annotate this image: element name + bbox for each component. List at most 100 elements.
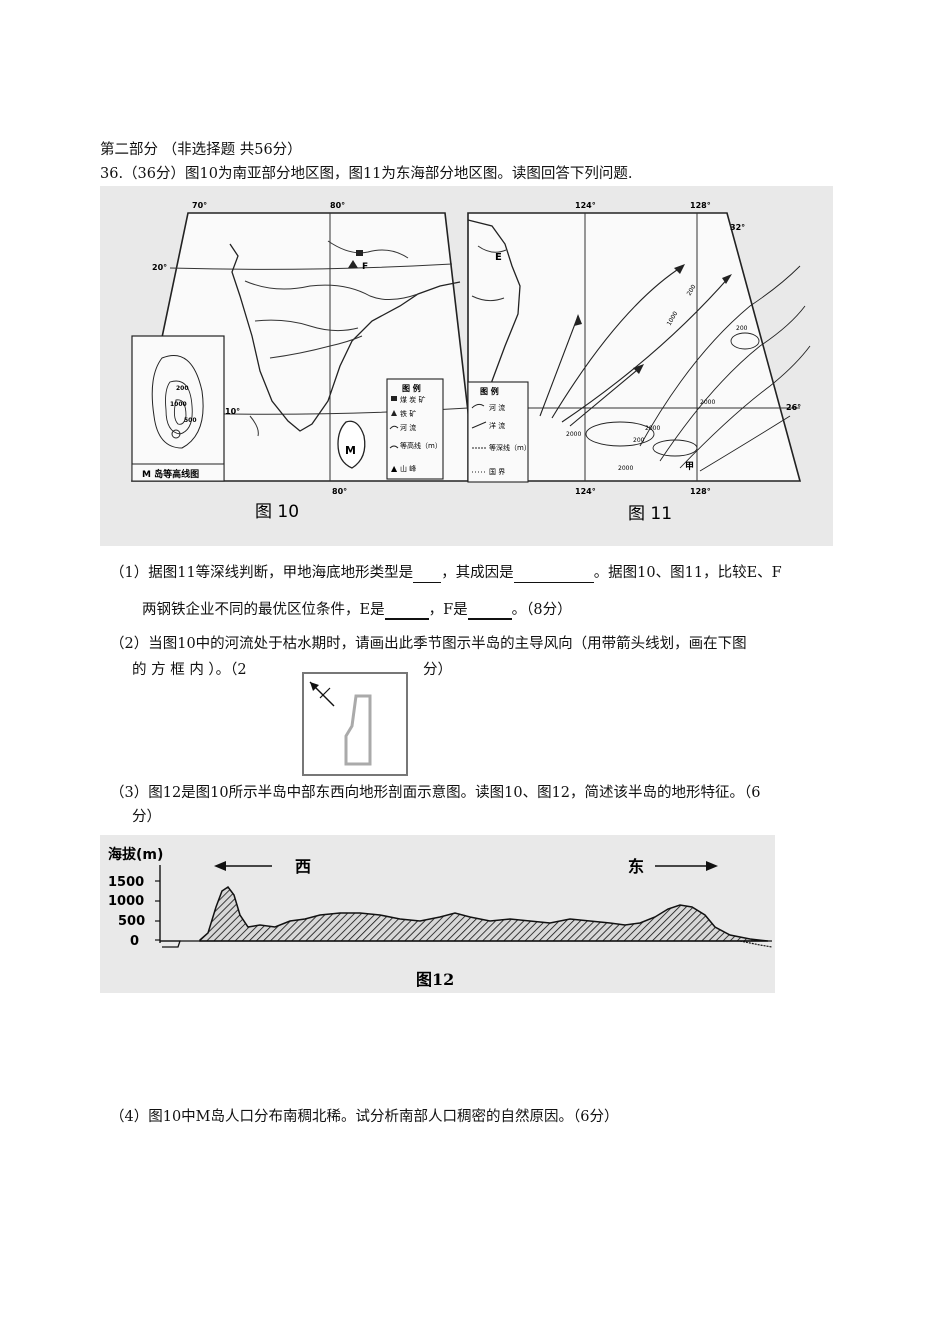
profile-y-axis-label: 海拔(m) (108, 846, 163, 863)
question-2-points: 分） (423, 662, 452, 678)
question-1-line-1: （1）据图11等深线判断，甲地海底地形类型是 ，其成因是 。据图10、图11，比较E… (110, 563, 782, 583)
ocean-current-arrow (539, 315, 579, 417)
question-2-line-1: （2）当图10中的河流处于枯水期时，请画出此季节图示半岛的主导风向（用带箭头线划… (110, 636, 747, 652)
m-island-inset: 200 1000 500 M 岛等高线图 (131, 335, 225, 482)
legend-item: 山 峰 (400, 464, 416, 473)
fig10-legend: 图 例 煤 炭 矿 铁 矿 河 流 等高线（m） ▲ 山 峰 (386, 378, 444, 480)
answer-blank[interactable] (513, 567, 594, 583)
answer-blank[interactable] (384, 603, 429, 620)
answer-blank[interactable] (413, 567, 442, 583)
iron-mine-symbol (348, 260, 358, 268)
river-icon (389, 425, 399, 430)
y-tick-label: 500 (118, 914, 145, 929)
fig10-lon-label: 80° (330, 201, 345, 210)
river (254, 319, 359, 332)
figure-10-11-panel: 70° 80° 20° 10° 80° F M (100, 186, 833, 546)
section-title: 第二部分 （非选择题 共56分） (100, 142, 302, 158)
sea-floor-west (160, 940, 181, 948)
fig11-lat-label: 32° (730, 223, 745, 232)
question-2-text: 的 方 框 内 ）。（2 (132, 662, 247, 678)
east-label: 东 (628, 857, 644, 876)
legend-item: 铁 矿 (400, 409, 416, 418)
question-1-text: （1）据图11等深线判断，甲地海底地形类型是 (110, 565, 414, 581)
fig10-lon-label: 70° (192, 201, 207, 210)
legend-item: 等深线（m） (489, 443, 531, 452)
iron-mine-icon (391, 410, 397, 416)
river (477, 245, 507, 253)
inset-title: M 岛等高线图 (142, 468, 199, 480)
question-1-text: 。（8分） (511, 602, 572, 618)
fig10-place-label: M (345, 444, 356, 457)
river (471, 295, 505, 302)
river (244, 280, 419, 300)
inset-contour-label: 500 (184, 417, 197, 424)
fig11-place-label: E (495, 252, 502, 263)
question-1-text: ，其成因是 (441, 565, 514, 581)
isobath-label: 200 (633, 437, 645, 444)
fig10-lat-label: 20° (152, 263, 167, 272)
legend-title: 图 例 (480, 386, 499, 396)
ocean-current-arrow (561, 275, 731, 423)
india-coastline (229, 243, 461, 432)
isobath-label: 2000 (645, 425, 660, 432)
isobath-label: 200 (736, 325, 748, 332)
fig11-lon-label: 128° (690, 201, 711, 210)
legend-item: 洋 流 (489, 421, 505, 430)
figure-10-map: 70° 80° 20° 10° 80° F M (131, 201, 477, 496)
west-label: 西 (295, 857, 311, 876)
river-icon (471, 403, 485, 409)
y-tick-label: 1500 (108, 875, 144, 890)
fig10-lat-label: 10° (225, 407, 240, 416)
fig11-lat-label: 26° (786, 403, 801, 412)
river (327, 240, 409, 259)
sea-floor-east (739, 940, 773, 948)
isobath-label: 2000 (566, 431, 581, 438)
figure-12-caption: 图12 (416, 970, 454, 989)
fig11-lon-label: 128° (690, 487, 711, 496)
question-36-intro: 36.（36分）图10为南亚部分地区图，图11为东海部分地区图。读图回答下列问题… (100, 166, 633, 182)
ocean-current-icon (471, 421, 487, 429)
question-1-line-2: 两钢铁企业不同的最优区位条件，E是 ，F是 。（8分） (142, 600, 572, 620)
isobath-label: 2000 (618, 465, 633, 472)
figure-10-caption: 图 10 (255, 502, 299, 522)
answer-blank[interactable] (467, 603, 512, 620)
ocean-current-arrow (551, 265, 684, 419)
question-1-text: ，F是 (428, 602, 468, 618)
question-4: （4）图10中M岛人口分布南稠北稀。试分析南部人口稠密的自然原因。（6分） (110, 1109, 619, 1125)
legend-item: 河 流 (400, 423, 416, 432)
peak-icon: ▲ (391, 464, 398, 473)
figure-11-caption: 图 11 (628, 504, 672, 524)
coal-mine-symbol (356, 250, 363, 256)
fig11-lon-label: 124° (575, 487, 596, 496)
fig11-lon-label: 124° (575, 201, 596, 210)
fig11-place-label: 甲 (685, 461, 694, 472)
peninsula-outline (344, 694, 372, 766)
fig10-lon-label: 80° (332, 487, 347, 496)
legend-item: 河 流 (489, 403, 505, 412)
figure-12-panel: 海拔(m) 1500 1000 500 0 西 东 图12 (100, 835, 775, 993)
isobath-label: 200 (686, 283, 698, 297)
legend-item: 国 界 (489, 468, 505, 476)
question-1-text: 。据图10、图11，比较E、F (593, 565, 782, 581)
fig11-legend: 图 例 河 流 洋 流 等深线（m） 国 界 (467, 381, 531, 483)
fig10-place-label: F (362, 262, 368, 272)
y-tick-label: 0 (130, 934, 139, 949)
legend-item: 等高线（m） (400, 441, 442, 450)
question-3-line-2: 分） (132, 809, 161, 825)
inset-contour-label: 200 (176, 385, 189, 392)
y-tick-label: 1000 (108, 894, 144, 909)
question-3-line-1: （3）图12是图10所示半岛中部东西向地形剖面示意图。读图10、图12，简述该半… (110, 785, 761, 801)
inset-contour-label: 1000 (170, 401, 187, 408)
coal-mine-icon (391, 396, 397, 401)
ocean-current-arrow (569, 365, 643, 427)
terrain-profile (199, 885, 769, 942)
m-island (337, 420, 366, 469)
question-1-text: 两钢铁企业不同的最优区位条件，E是 (142, 602, 385, 618)
contour-icon (389, 445, 399, 449)
wind-direction-answer-box[interactable] (302, 672, 408, 776)
figure-11-map: 124° 128° 32° 26° 124° 128° E (467, 201, 811, 496)
river (269, 335, 363, 359)
legend-item: 煤 炭 矿 (400, 395, 425, 404)
legend-title: 图 例 (402, 383, 421, 393)
isobath-label: 2000 (700, 399, 715, 406)
